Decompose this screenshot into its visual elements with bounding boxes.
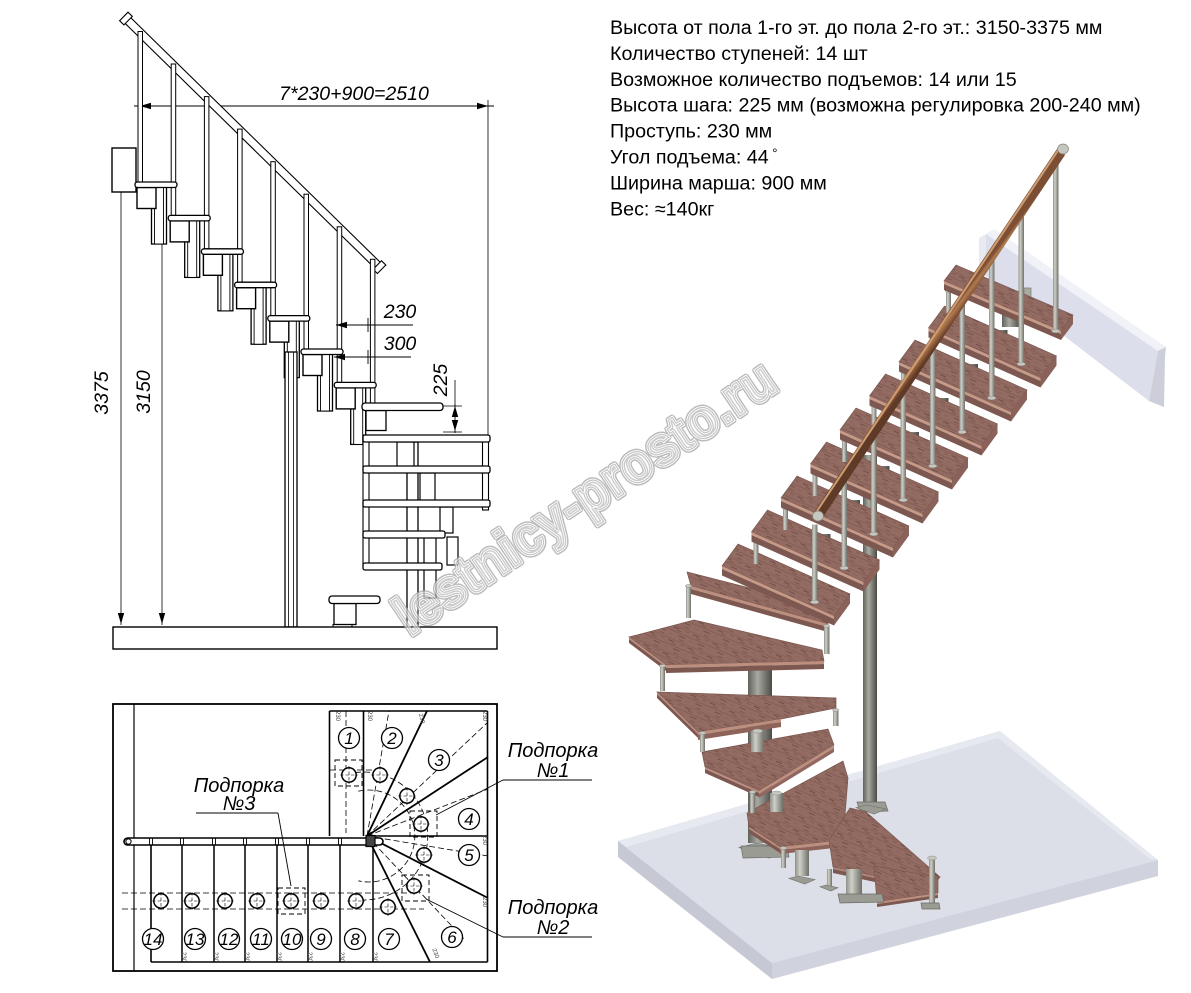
svg-text:230: 230: [481, 897, 487, 908]
svg-text:230: 230: [430, 948, 439, 960]
svg-text:230: 230: [180, 952, 186, 963]
svg-text:230: 230: [371, 952, 377, 963]
svg-text:Угол подъема: 44 °: Угол подъема: 44 °: [610, 146, 777, 169]
svg-text:225: 225: [430, 364, 452, 398]
svg-text:Подпорка: Подпорка: [508, 897, 599, 919]
svg-text:9: 9: [316, 930, 326, 949]
svg-text:230: 230: [212, 952, 218, 963]
svg-text:11: 11: [252, 930, 270, 949]
svg-text:№3: №3: [223, 793, 256, 815]
svg-text:3150: 3150: [133, 370, 155, 414]
svg-text:13: 13: [186, 930, 205, 949]
svg-text:Подпорка: Подпорка: [194, 775, 285, 797]
svg-text:2: 2: [386, 729, 397, 748]
svg-text:230: 230: [366, 711, 372, 722]
svg-text:230: 230: [243, 952, 249, 963]
svg-text:10: 10: [283, 930, 302, 949]
svg-text:230: 230: [481, 835, 487, 846]
svg-text:230: 230: [275, 952, 281, 963]
svg-text:3: 3: [434, 751, 444, 770]
svg-text:4: 4: [464, 810, 473, 829]
svg-text:№1: №1: [537, 760, 570, 782]
svg-text:230: 230: [417, 713, 426, 725]
svg-text:Возможное количество подъемов:: Возможное количество подъемов: 14 или 15: [610, 69, 1017, 91]
svg-text:230: 230: [334, 711, 340, 722]
svg-text:6: 6: [447, 928, 457, 947]
svg-text:230: 230: [481, 711, 487, 722]
svg-text:300: 300: [384, 333, 417, 355]
svg-text:14: 14: [144, 930, 163, 949]
svg-text:Высота шага: 225 мм (возможна: Высота шага: 225 мм (возможна регулировк…: [610, 95, 1141, 117]
svg-text:5: 5: [464, 846, 474, 865]
svg-text:Высота от пола 1-го эт. до пол: Высота от пола 1-го эт. до пола 2-го эт.…: [610, 17, 1102, 39]
svg-text:12: 12: [220, 930, 239, 949]
svg-text:230: 230: [306, 952, 312, 963]
svg-text:Ширина марша: 900 мм: Ширина марша: 900 мм: [610, 172, 827, 194]
svg-text:Количество ступеней: 14 шт: Количество ступеней: 14 шт: [610, 43, 868, 65]
svg-text:8: 8: [350, 930, 360, 949]
svg-text:№2: №2: [537, 917, 570, 939]
svg-text:Подпорка: Подпорка: [508, 740, 599, 762]
svg-text:7*230+900=2510: 7*230+900=2510: [279, 83, 429, 105]
svg-text:230: 230: [338, 952, 344, 963]
svg-text:7: 7: [384, 930, 394, 949]
svg-text:230: 230: [383, 301, 417, 323]
svg-text:Проступь: 230 мм: Проступь: 230 мм: [610, 121, 772, 143]
svg-text:1: 1: [344, 729, 353, 748]
svg-text:3375: 3375: [91, 371, 113, 415]
svg-text:Вес: ≈140кг: Вес: ≈140кг: [610, 198, 714, 220]
